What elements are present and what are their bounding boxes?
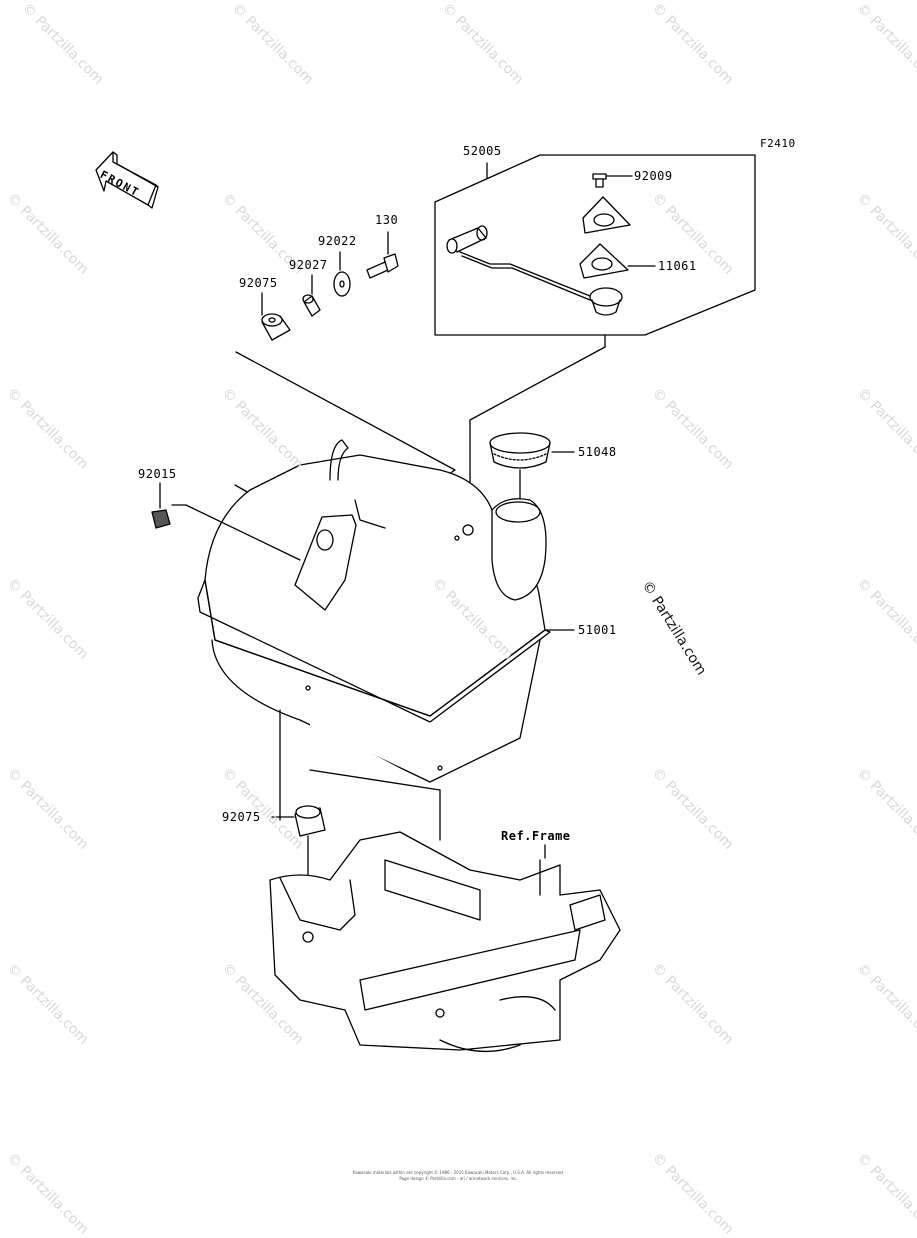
nut-92015-icon — [151, 482, 301, 561]
diagram-code: F2410 — [760, 137, 796, 150]
footer-line-2: Page design © Partzilla.com - ari / arin… — [399, 1176, 518, 1181]
fuel-tank-51001-icon — [197, 439, 575, 841]
filler-cap-51048-icon — [489, 432, 575, 501]
grommet-92075-upper-icon — [261, 292, 291, 341]
part-label-130[interactable]: 130 — [375, 213, 399, 227]
front-arrow-icon — [95, 151, 159, 209]
float-sender-icon — [446, 225, 623, 316]
part-label-11061[interactable]: 11061 — [658, 259, 697, 273]
part-label-92027[interactable]: 92027 — [289, 258, 328, 272]
gasket-11061-icon — [579, 243, 656, 279]
sender-unit-box — [434, 154, 756, 336]
parts-diagram — [95, 151, 756, 1053]
collar-92027-icon — [302, 274, 321, 317]
frame-reference-icon — [269, 831, 621, 1053]
screw-92009-icon — [592, 173, 633, 188]
part-label-92022[interactable]: 92022 — [318, 234, 357, 248]
footer-line-1: Kawasaki materials within are copyright … — [352, 1170, 565, 1175]
grommet-92075-lower-icon — [271, 805, 326, 939]
part-label-92075-upper[interactable]: 92075 — [239, 276, 278, 290]
washer-92022-icon — [333, 251, 351, 297]
ref-frame-label: Ref.Frame — [501, 829, 571, 843]
bolt-130-icon — [366, 231, 399, 279]
part-label-51048[interactable]: 51048 — [578, 445, 617, 459]
part-label-51001[interactable]: 51001 — [578, 623, 617, 637]
sender-plate-icon — [582, 196, 631, 234]
part-label-52005[interactable]: 52005 — [463, 144, 502, 158]
part-label-92009[interactable]: 92009 — [634, 169, 673, 183]
part-label-92015[interactable]: 92015 — [138, 467, 177, 481]
part-label-92075-lower[interactable]: 92075 — [222, 810, 261, 824]
